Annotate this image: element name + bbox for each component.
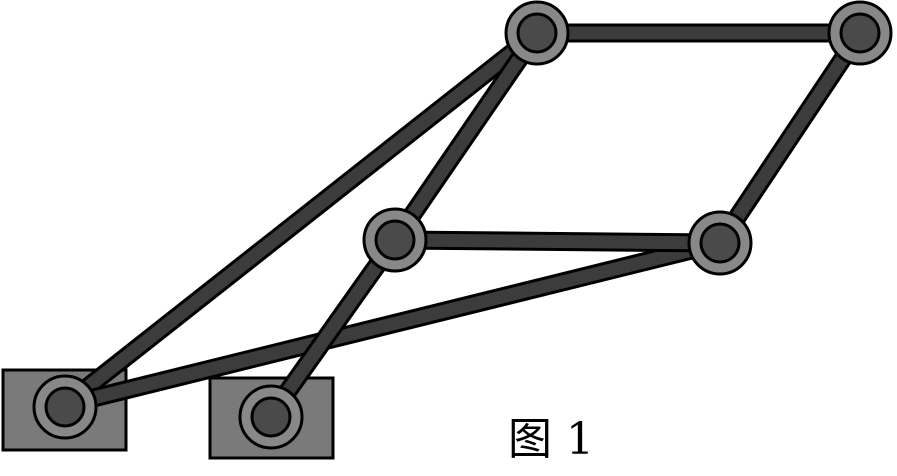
joint-middle-left — [362, 207, 428, 273]
base-pivots — [32, 374, 304, 450]
link-base-right-to-middle-left — [261, 230, 405, 425]
link-middle — [385, 230, 730, 253]
joint-top-right — [827, 0, 893, 66]
link-right — [710, 23, 870, 253]
joint-middle-right — [687, 210, 753, 276]
link-base-left-to-middle-right — [55, 233, 730, 415]
links — [55, 23, 870, 425]
link-base-left-to-top-left — [55, 23, 547, 415]
figure-caption: 图 1 — [508, 414, 594, 465]
link-top-left-to-middle-left — [385, 23, 547, 250]
joints — [362, 0, 893, 276]
pivot-base-left — [32, 374, 98, 440]
joint-top-left — [504, 0, 570, 66]
pivot-base-right — [238, 384, 304, 450]
